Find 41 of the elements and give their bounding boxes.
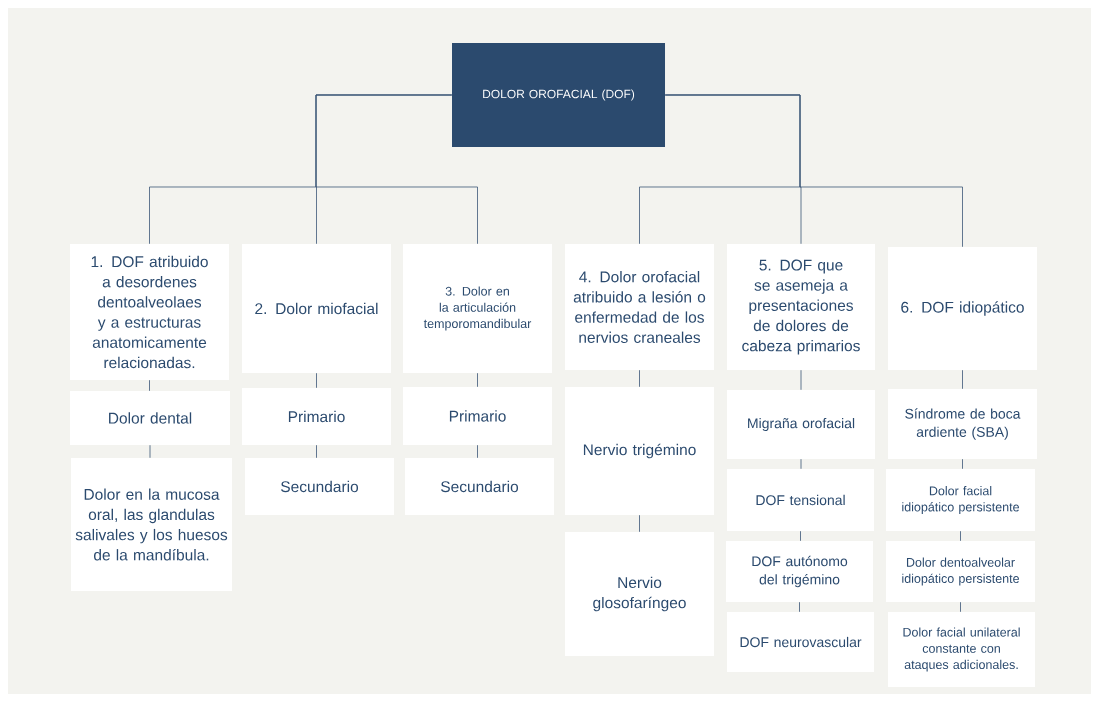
connector-line — [315, 94, 478, 245]
category-box: 1. DOF atribuido a desordenes dentoalveolaes y a estructuras anatomicamente relacionadas. — [70, 244, 229, 380]
connector-line — [316, 444, 317, 459]
category-box: 6. DOF idiopático — [888, 247, 1037, 370]
subtype-box: DOF neurovascular — [727, 612, 874, 672]
title-box: DOLOR OROFACIAL (DOF) — [452, 43, 665, 147]
connector-line — [960, 601, 961, 613]
subtype-box: Dolor facial idiopático persistente — [886, 469, 1035, 531]
category-box: 4. Dolor orofacial atribuido a lesión o enfermedad de los nervios craneales — [565, 244, 714, 370]
connector-line — [800, 369, 802, 391]
connector-line — [639, 369, 640, 388]
subtype-box: DOF tensional — [727, 469, 874, 531]
subtype-box: Síndrome de boca ardiente (SBA) — [888, 389, 1037, 459]
connector-line — [799, 601, 800, 613]
connector-line — [962, 458, 963, 470]
subtype-box: Primario — [403, 387, 552, 445]
connector-line — [149, 444, 151, 459]
connector-line — [149, 379, 150, 392]
subtype-box: Secundario — [405, 458, 554, 515]
connector-line — [477, 444, 478, 459]
subtype-box: Dolor dental — [70, 391, 230, 445]
connector-line — [962, 369, 963, 390]
category-box: 2. Dolor miofacial — [242, 244, 391, 373]
connector-line — [800, 530, 801, 542]
subtype-box: Dolor facial unilateral constante con ataques adicionales. — [888, 612, 1035, 687]
connector-line — [800, 458, 802, 470]
connector-line — [316, 372, 317, 389]
subtype-box: Migraña orofacial — [727, 390, 875, 459]
subtype-box: Primario — [242, 388, 391, 445]
subtype-box: Nervio glosofaríngeo — [565, 532, 714, 656]
connector-line — [664, 94, 963, 248]
connector-line — [477, 372, 478, 388]
subtype-box: Dolor en la mucosa oral, las glandulas salivales y los huesos de la mandíbula. — [71, 458, 232, 591]
category-box: 3. Dolor en la articulación temporomandibular — [403, 244, 552, 373]
connector-line — [960, 530, 961, 542]
subtype-box: Dolor dentoalveolar idiopático persistente — [886, 541, 1035, 602]
subtype-box: DOF autónomo del trigémino — [726, 541, 873, 602]
subtype-box: Secundario — [245, 458, 394, 515]
category-box: 5. DOF que se asemeja a presentaciones de dolores de cabeza primarios — [727, 244, 875, 370]
connector-line — [639, 514, 640, 533]
subtype-box: Nervio trigémino — [565, 387, 714, 515]
